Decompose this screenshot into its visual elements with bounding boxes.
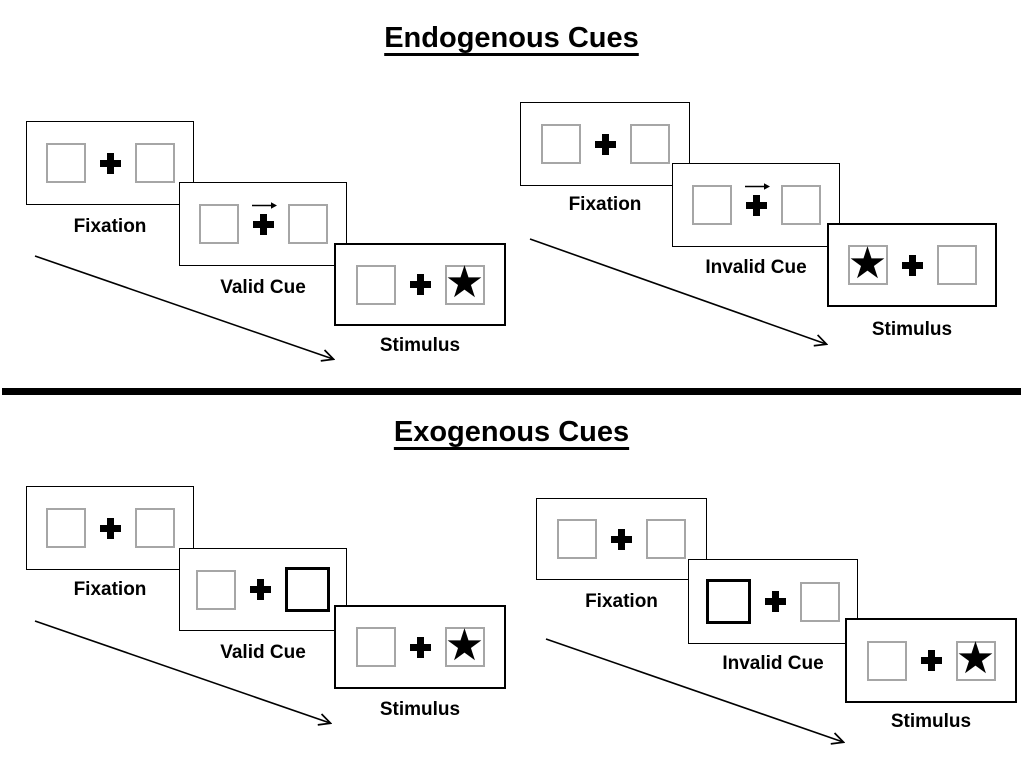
placeholder-box-left bbox=[355, 264, 396, 305]
fixation-cross-icon bbox=[409, 274, 431, 295]
stimulus-label: Stimulus bbox=[890, 711, 972, 732]
stimulus-box-right: ★ bbox=[444, 258, 485, 307]
timeline-arrow-exogenous-valid bbox=[34, 620, 330, 723]
star-stimulus-icon: ★ bbox=[444, 620, 485, 670]
placeholder-box-left bbox=[540, 124, 581, 164]
fixation-cross-icon bbox=[920, 650, 942, 671]
cue-panel bbox=[688, 559, 858, 644]
fixation-cross-icon bbox=[744, 182, 770, 216]
cue-label: Invalid Cue bbox=[705, 257, 807, 278]
placeholder-box-right bbox=[646, 519, 686, 559]
section-title-endogenous: Endogenous Cues bbox=[384, 22, 639, 54]
fixation-cross-icon bbox=[765, 591, 786, 612]
stimulus-panel: ★ bbox=[827, 223, 997, 307]
fixation-cross-icon bbox=[99, 517, 121, 539]
placeholder-box-left bbox=[198, 204, 239, 244]
stimulus-label: Stimulus bbox=[871, 319, 953, 340]
placeholder-box-left bbox=[196, 569, 236, 610]
star-stimulus-icon: ★ bbox=[444, 258, 485, 307]
placeholder-box-right bbox=[629, 124, 670, 164]
timeline-arrow-endogenous-valid bbox=[34, 255, 333, 359]
placeholder-box-left bbox=[45, 508, 86, 548]
placeholder-box-left bbox=[866, 640, 907, 681]
star-stimulus-icon: ★ bbox=[955, 634, 996, 683]
placeholder-box-right bbox=[134, 143, 175, 183]
fixation-panel bbox=[536, 498, 707, 580]
fixation-cross-icon bbox=[250, 579, 271, 600]
cue-label: Valid Cue bbox=[220, 277, 306, 298]
cue-label: Valid Cue bbox=[220, 642, 306, 663]
placeholder-box-right bbox=[936, 245, 977, 285]
placeholder-box-right bbox=[287, 204, 328, 244]
placeholder-box-right bbox=[134, 508, 175, 548]
fixation-label: Fixation bbox=[585, 591, 658, 612]
star-stimulus-icon: ★ bbox=[847, 238, 888, 288]
stimulus-label: Stimulus bbox=[379, 699, 461, 720]
cue-label: Invalid Cue bbox=[722, 653, 824, 674]
stimulus-panel: ★ bbox=[334, 243, 506, 326]
fixation-cross-icon bbox=[409, 636, 431, 658]
cue-arrow-right-icon bbox=[744, 182, 770, 190]
cue-panel bbox=[179, 548, 347, 631]
fixation-label: Fixation bbox=[568, 194, 642, 215]
fixation-panel bbox=[26, 121, 194, 205]
timeline-arrow-endogenous-invalid bbox=[529, 238, 826, 344]
fixation-panel bbox=[520, 102, 690, 186]
fixation-label: Fixation bbox=[73, 579, 147, 600]
section-divider bbox=[2, 388, 1021, 395]
placeholder-box-right bbox=[800, 581, 840, 622]
fixation-cross-icon bbox=[99, 152, 121, 174]
placeholder-box-left bbox=[355, 627, 396, 667]
cue-arrow-right-icon bbox=[251, 201, 277, 209]
cue-bold-box-left bbox=[706, 579, 751, 624]
cue-panel bbox=[672, 163, 840, 247]
placeholder-box-left bbox=[557, 519, 597, 559]
fixation-cross-icon bbox=[594, 133, 616, 155]
cue-bold-box-right bbox=[285, 567, 330, 612]
placeholder-box-left bbox=[691, 185, 732, 225]
stimulus-box-right: ★ bbox=[444, 620, 485, 670]
fixation-cross-icon bbox=[901, 254, 923, 276]
placeholder-box-left bbox=[45, 143, 86, 183]
fixation-cross-icon bbox=[611, 528, 632, 550]
stimulus-box-right: ★ bbox=[955, 634, 996, 683]
fixation-label: Fixation bbox=[73, 216, 147, 237]
section-title-exogenous: Exogenous Cues bbox=[393, 416, 630, 448]
stimulus-label: Stimulus bbox=[379, 335, 461, 356]
fixation-cross-icon bbox=[251, 201, 277, 235]
stimulus-panel: ★ bbox=[845, 618, 1017, 703]
cue-panel bbox=[179, 182, 347, 266]
stimulus-panel: ★ bbox=[334, 605, 506, 689]
stimulus-box-left: ★ bbox=[847, 238, 888, 288]
fixation-panel bbox=[26, 486, 194, 570]
placeholder-box-right bbox=[780, 185, 821, 225]
